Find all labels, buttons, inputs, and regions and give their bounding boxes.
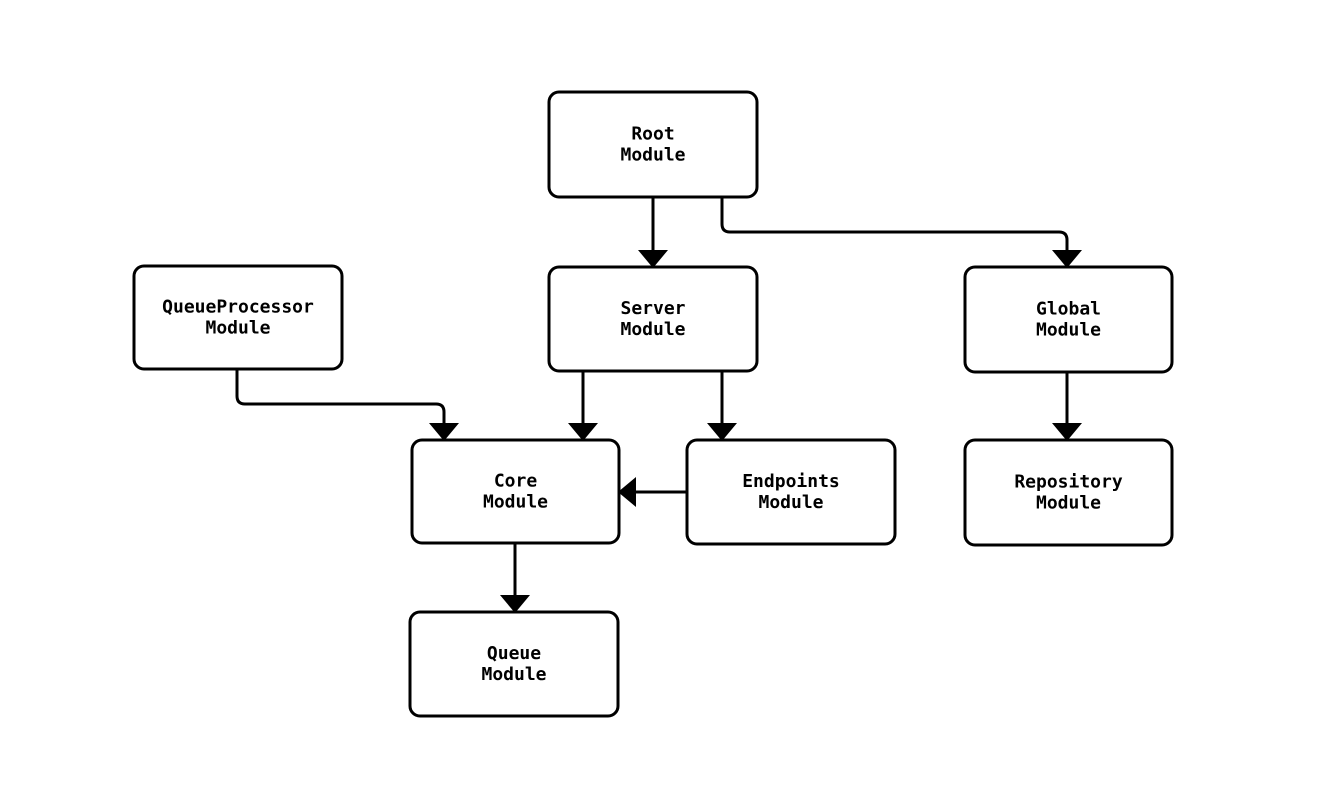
edge-queue-processor-to-core	[235, 369, 459, 441]
edges-layer	[235, 197, 1082, 613]
node-box-queue	[408, 610, 620, 718]
node-box-global	[963, 265, 1174, 374]
node-box-root	[547, 90, 759, 199]
node-box-queue-processor	[132, 264, 344, 371]
edge-root-to-global	[720, 197, 1082, 268]
node-box-server	[547, 265, 759, 373]
node-box-core	[410, 438, 621, 545]
node-box-repository	[963, 438, 1174, 547]
node-box-endpoints	[685, 438, 897, 546]
